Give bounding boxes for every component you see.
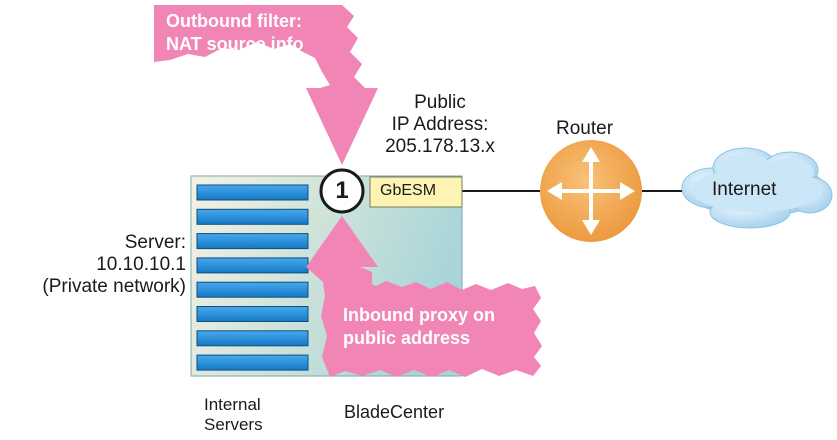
internet-label: Internet	[712, 179, 777, 200]
internal-servers-line-2: Servers	[204, 415, 263, 435]
public-ip-line-3: 205.178.13.x	[385, 135, 495, 157]
outbound-line-3: public address	[166, 57, 294, 78]
outbound-line-1: Outbound filter:	[166, 11, 302, 31]
server-blade	[196, 354, 309, 371]
inbound-line-2: public address	[343, 328, 471, 349]
server-line-1: Server:	[124, 232, 186, 253]
server-blade	[196, 233, 309, 250]
inbound-callout	[306, 216, 542, 377]
internal-servers-label: Internal Servers	[204, 395, 263, 436]
gbesm-switch	[369, 176, 463, 208]
server-blade	[196, 306, 309, 322]
outbound-callout-text: Outbound filter: NAT source info public …	[166, 10, 304, 79]
router-label: Router	[556, 118, 614, 139]
server-blade	[196, 184, 309, 201]
step-number: 1	[335, 177, 349, 204]
server-blade	[196, 208, 309, 225]
step-circle	[319, 168, 365, 214]
outbound-line-2: NAT source info	[166, 34, 304, 55]
router-icon	[540, 140, 642, 242]
server-blade	[196, 257, 309, 274]
server-line-2: 10.10.10.1	[96, 253, 186, 275]
bladecenter-label: BladeCenter	[344, 402, 445, 422]
server-blade	[196, 330, 309, 347]
inbound-callout-text: Inbound proxy on public address	[343, 304, 495, 350]
internal-servers-line-1: Internal	[204, 395, 261, 414]
public-ip-line-2: IP Address:	[391, 113, 489, 135]
gbesm-label: GbESM	[380, 182, 437, 199]
server-line-3: (Private network)	[42, 275, 186, 297]
server-label: Server: 10.10.10.1 (Private network)	[0, 232, 186, 298]
server-blades	[196, 184, 309, 371]
public-ip-line-1: Public	[414, 92, 466, 113]
inbound-line-1: Inbound proxy on	[343, 305, 495, 325]
outbound-callout	[154, 5, 378, 165]
public-ip-label: Public IP Address: 205.178.13.x	[370, 92, 510, 158]
internet-cloud-fill	[691, 154, 823, 212]
server-blade	[196, 281, 309, 298]
